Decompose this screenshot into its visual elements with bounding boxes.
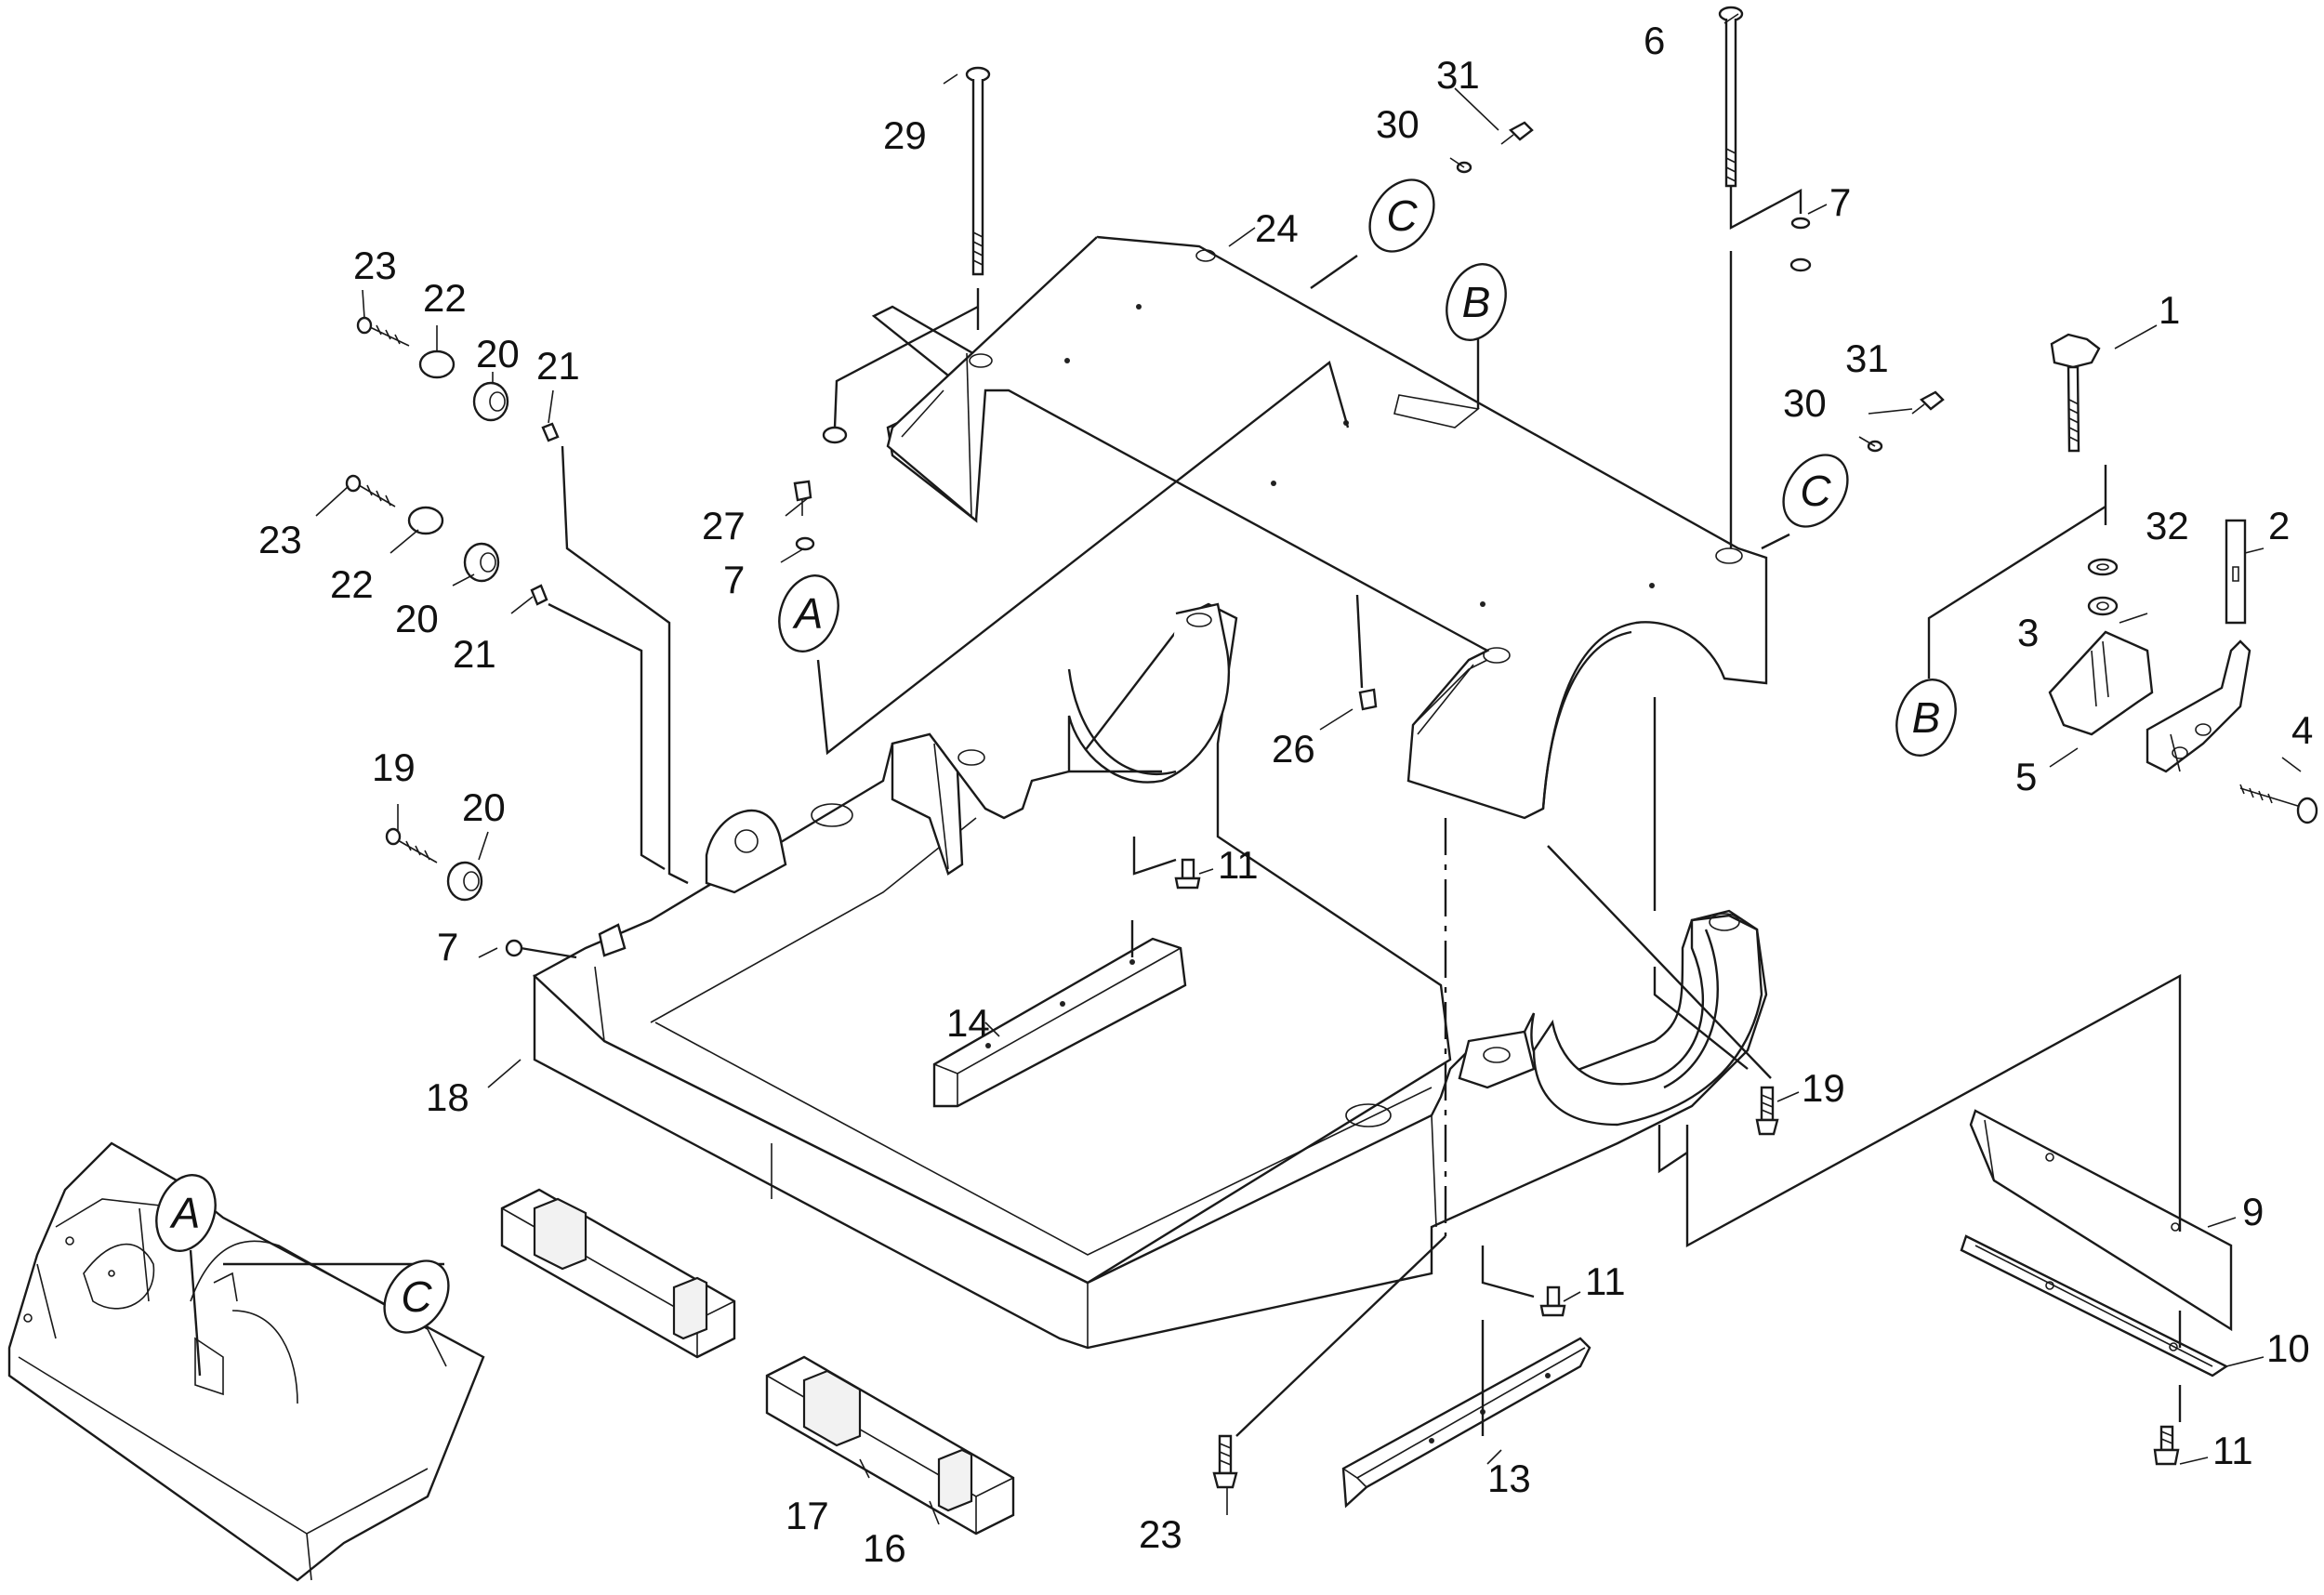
callout-7-mid: 7	[723, 558, 745, 601]
callout-26: 26	[1272, 727, 1315, 771]
rail-part-13	[1341, 1337, 1591, 1509]
spacer-part-16-17-upper	[500, 1188, 736, 1359]
callout-23-bottom: 23	[1139, 1512, 1182, 1556]
reference-marker-A1: A	[778, 574, 839, 652]
callout-11-right: 11	[2212, 1429, 2253, 1472]
reference-marker-C3-label: C	[401, 1272, 432, 1321]
callout-23-upper: 23	[353, 244, 397, 287]
reference-marker-C3: C	[383, 1259, 450, 1334]
callout-ticks	[315, 13, 2302, 1525]
callout-20-lower: 20	[395, 597, 439, 640]
rail-part-14	[932, 937, 1187, 1108]
spacer-part-16-17-lower	[765, 1355, 1015, 1536]
callout-19-left: 19	[372, 745, 416, 789]
callout-23-lower: 23	[258, 518, 302, 561]
knob-part-1	[2050, 333, 2101, 453]
callout-30-lower: 30	[1783, 381, 1827, 425]
callout-20-side: 20	[462, 785, 506, 829]
screw-part-11-center	[1174, 858, 1201, 890]
screw-part-11-lower	[1539, 1285, 1566, 1317]
callout-17: 17	[786, 1494, 829, 1537]
callout-21-upper: 21	[536, 344, 580, 388]
reference-marker-A2: A	[155, 1174, 217, 1252]
callout-7-upper: 7	[1829, 180, 1851, 224]
callout-1: 1	[2159, 288, 2180, 332]
callout-29: 29	[883, 113, 927, 157]
screw-part-26	[1358, 688, 1378, 711]
reference-marker-B2: B	[1895, 679, 1957, 757]
reference-marker-B1: B	[1446, 263, 1507, 341]
screw-part-4	[2239, 784, 2318, 824]
callout-11-lower: 11	[1585, 1259, 1626, 1303]
callout-22-upper: 22	[423, 276, 467, 320]
washer-part-32	[2087, 558, 2119, 576]
screw-part-31-upper	[1456, 121, 1534, 174]
screw-part-11-right	[2153, 1425, 2180, 1466]
screw-part-23-bottom	[1212, 1434, 1238, 1489]
plate-part-2	[2225, 519, 2247, 625]
callout-18: 18	[426, 1075, 469, 1119]
callout-30-upper: 30	[1376, 102, 1419, 146]
nut-part-7-cover-left	[822, 426, 848, 444]
roller-assembly-lower	[345, 474, 548, 606]
leader-lines	[189, 186, 2182, 1437]
callout-27: 27	[702, 504, 746, 547]
reference-marker-B1-label: B	[1462, 278, 1491, 326]
callout-16: 16	[863, 1526, 906, 1570]
callout-22-lower: 22	[330, 562, 374, 606]
callout-10: 10	[2266, 1326, 2310, 1370]
nut-part-3	[2087, 596, 2119, 616]
callout-numbers: 1 2 3 4 5 6 7 7 7 9 10 11 11 11 13 14 16…	[258, 19, 2313, 1570]
callout-11-center: 11	[1218, 843, 1259, 887]
callout-14: 14	[946, 1001, 990, 1045]
callout-13: 13	[1487, 1457, 1531, 1500]
callout-9: 9	[2242, 1190, 2264, 1233]
bracket-part-5	[2048, 630, 2251, 773]
reference-marker-B2-label: B	[1912, 693, 1941, 742]
base-frame-part-18	[532, 602, 1768, 1350]
plate-part-10	[1960, 1234, 2229, 1378]
nut-part-7-upper-right	[1789, 217, 1812, 272]
callout-21-lower: 21	[453, 632, 496, 676]
callout-32: 32	[2146, 504, 2189, 547]
reference-marker-C2: C	[1782, 454, 1849, 528]
callout-24: 24	[1255, 206, 1299, 250]
reference-marker-C1: C	[1368, 178, 1435, 253]
callout-6: 6	[1644, 19, 1665, 62]
screw-part-19-right	[1755, 1086, 1779, 1136]
callout-31-lower: 31	[1845, 336, 1889, 380]
reference-marker-A2-label: A	[169, 1189, 201, 1237]
callout-3: 3	[2017, 611, 2039, 654]
long-bolt-part-6	[1718, 6, 1744, 188]
callout-20-upper: 20	[476, 332, 520, 376]
reference-marker-C2-label: C	[1800, 467, 1831, 515]
roller-assembly-upper	[356, 316, 560, 442]
callout-7-left: 7	[437, 925, 458, 969]
plate-part-9	[1969, 1109, 2233, 1332]
machine-frame-reference-detail	[7, 1141, 485, 1582]
callout-31-upper: 31	[1436, 53, 1480, 97]
callout-19-right: 19	[1802, 1066, 1845, 1110]
reference-marker-A1-label: A	[792, 589, 824, 638]
reference-marker-C1-label: C	[1386, 191, 1418, 240]
top-cover-part-24	[871, 235, 1768, 820]
screw-part-31-lower	[1867, 390, 1945, 453]
long-bolt-part-29	[965, 66, 991, 276]
callout-4: 4	[2291, 708, 2313, 752]
callout-2: 2	[2268, 504, 2290, 547]
callout-5: 5	[2015, 755, 2037, 798]
bolt-part-27	[793, 480, 815, 551]
